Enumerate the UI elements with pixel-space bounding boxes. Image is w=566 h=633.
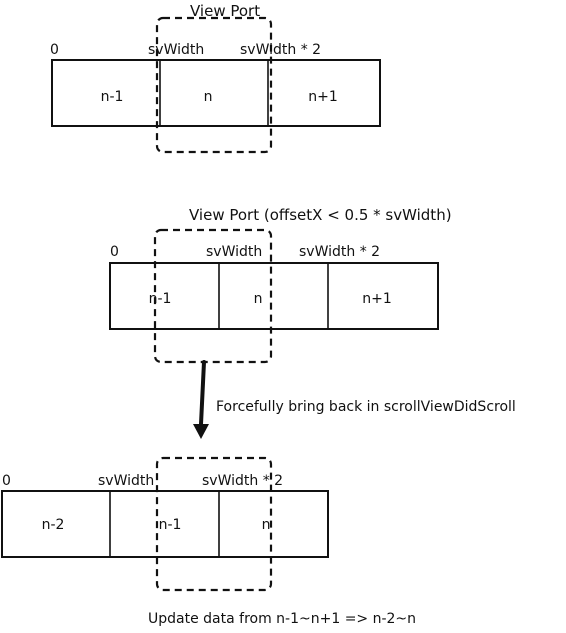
panel-3: 0 svWidth svWidth * 2 n-2 n-1 n [1,456,329,592]
panel-3-strip [1,490,329,558]
panel-2-tick-0: 0 [110,244,119,260]
panel-2-viewport-frame [153,228,273,364]
panel-3-cell-2: n-1 [159,517,182,533]
panel-2-cell-2: n [254,291,263,307]
panel-2-tick-1: svWidth [206,244,262,260]
footer-caption: Update data from n-1~n+1 => n-2~n [148,611,416,627]
panel-1-cell-2: n [204,89,213,105]
panel-3-tick-1: svWidth [98,473,154,489]
panel-2-tick-2: svWidth * 2 [299,244,380,260]
panel-2: View Port (offsetX < 0.5 * svWidth) 0 sv… [109,206,452,364]
panel-1-tick-1: svWidth [148,42,204,58]
panel-3-tick-0: 0 [2,473,11,489]
panel-1: View Port 0 svWidth svWidth * 2 n-1 n n+… [50,2,381,154]
panel-1-strip [51,59,381,127]
down-arrow-icon [193,360,209,439]
panel-1-cell-3: n+1 [308,89,338,105]
panel-2-strip [109,262,439,330]
panel-1-title: View Port [190,2,260,20]
panel-1-cell-1: n-1 [101,89,124,105]
panel-3-viewport-frame [155,456,273,592]
panel-2-cell-3: n+1 [362,291,392,307]
panel-2-title: View Port (offsetX < 0.5 * svWidth) [189,206,452,224]
panel-1-viewport-frame [155,16,273,154]
panel-3-cell-3: n [262,517,271,533]
panel-1-tick-2: svWidth * 2 [240,42,321,58]
panel-3-cell-1: n-2 [42,517,65,533]
arrow-caption: Forcefully bring back in scrollViewDidSc… [216,399,516,415]
panel-1-tick-0: 0 [50,42,59,58]
panel-2-cell-1: n-1 [149,291,172,307]
panel-3-tick-2: svWidth * 2 [202,473,283,489]
